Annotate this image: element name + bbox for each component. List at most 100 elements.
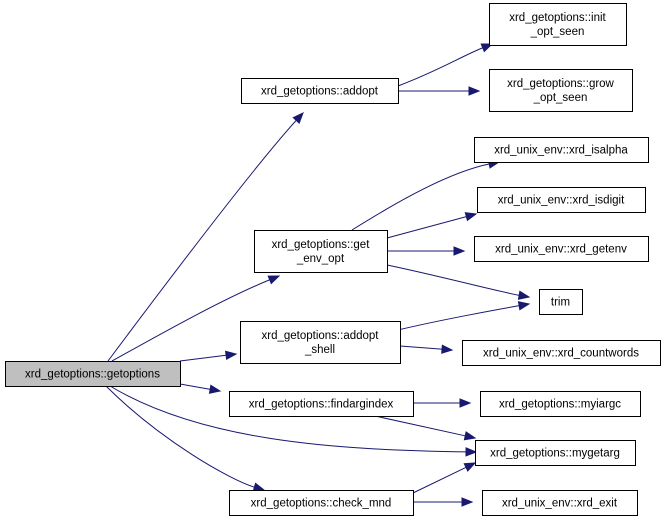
node-check-mnd[interactable]: xrd_getoptions::check_mnd bbox=[229, 490, 414, 516]
node-getenv[interactable]: xrd_unix_env::xrd_getenv bbox=[474, 236, 649, 262]
node-init-opt-seen-label-line-1: xrd_getoptions::init bbox=[509, 12, 606, 24]
edge-addopt-shell-to-countwords-arrowhead bbox=[441, 344, 454, 354]
node-xrd-exit-box bbox=[482, 490, 638, 516]
edge-addopt-to-init-opt-seen bbox=[397, 43, 494, 87]
node-myiargc-label: xrd_getoptions::myiargc bbox=[499, 399, 621, 411]
node-findargindex-label: xrd_getoptions::findargindex bbox=[249, 399, 394, 411]
edge-getoptions-to-check-mnd bbox=[105, 385, 266, 492]
edge-findargindex-to-mygetarg-arrowhead bbox=[463, 431, 477, 441]
node-addopt-box bbox=[241, 78, 399, 104]
edge-get-env-opt-to-isalpha bbox=[351, 159, 501, 231]
edge-get-env-opt-to-isdigit-arrowhead bbox=[464, 212, 478, 222]
edge-addopt-shell-to-trim-line bbox=[397, 305, 521, 331]
node-getoptions-label: xrd_getoptions::getoptions bbox=[25, 369, 160, 381]
node-addopt-shell-label-line-1: xrd_getoptions::addopt bbox=[261, 330, 379, 342]
edge-addopt-to-grow-opt-seen bbox=[398, 86, 481, 96]
edge-get-env-opt-to-getenv-arrowhead bbox=[453, 246, 466, 256]
edge-check-mnd-to-mygetarg-line bbox=[412, 466, 468, 494]
node-init-opt-seen-label-line-2: _opt_seen bbox=[530, 26, 585, 38]
node-grow-opt-seen[interactable]: xrd_getoptions::grow_opt_seen bbox=[489, 69, 633, 112]
edge-get-env-opt-to-trim-arrowhead bbox=[517, 290, 531, 300]
node-addopt-shell-label-line-2: _shell bbox=[304, 344, 335, 356]
edge-getoptions-to-findargindex-line bbox=[179, 383, 212, 390]
edge-get-env-opt-to-trim-line bbox=[386, 264, 521, 296]
node-mygetarg-box bbox=[475, 440, 636, 466]
node-get-env-opt-box bbox=[254, 230, 388, 273]
node-mygetarg[interactable]: xrd_getoptions::mygetarg bbox=[475, 440, 636, 466]
node-isdigit[interactable]: xrd_unix_env::xrd_isdigit bbox=[477, 187, 646, 213]
edge-get-env-opt-to-isdigit-line bbox=[386, 215, 468, 239]
edge-getoptions-to-addopt-shell-arrowhead bbox=[224, 350, 238, 361]
node-getoptions-box bbox=[5, 361, 181, 387]
node-trim-box bbox=[539, 289, 583, 315]
node-xrd-exit[interactable]: xrd_unix_env::xrd_exit bbox=[482, 490, 638, 516]
edge-findargindex-to-myiargc-arrowhead bbox=[459, 398, 472, 408]
node-init-opt-seen-box bbox=[489, 3, 627, 46]
node-countwords-label: xrd_unix_env::xrd_countwords bbox=[483, 348, 639, 360]
edge-getoptions-to-check-mnd-arrowhead bbox=[252, 482, 266, 492]
node-isalpha-label: xrd_unix_env::xrd_isalpha bbox=[494, 145, 628, 157]
node-isalpha-box bbox=[474, 137, 649, 163]
edge-getoptions-to-get-env-opt bbox=[111, 275, 281, 362]
node-findargindex[interactable]: xrd_getoptions::findargindex bbox=[229, 391, 414, 417]
edge-get-env-opt-to-isalpha-line bbox=[351, 163, 491, 231]
node-trim[interactable]: trim bbox=[539, 289, 583, 315]
node-getenv-label: xrd_unix_env::xrd_getenv bbox=[495, 244, 627, 256]
edge-getoptions-to-mygetarg-arrowhead bbox=[465, 447, 478, 457]
edge-getoptions-to-addopt-shell-line bbox=[179, 354, 228, 362]
edge-getoptions-to-addopt-arrowhead bbox=[292, 112, 304, 124]
node-init-opt-seen[interactable]: xrd_getoptions::init_opt_seen bbox=[489, 3, 627, 46]
edge-addopt-shell-to-trim bbox=[397, 301, 531, 331]
edge-getoptions-to-addopt bbox=[107, 112, 304, 362]
node-addopt-label: xrd_getoptions::addopt bbox=[261, 86, 379, 98]
node-isalpha[interactable]: xrd_unix_env::xrd_isalpha bbox=[474, 137, 649, 163]
node-addopt-shell[interactable]: xrd_getoptions::addopt_shell bbox=[240, 321, 401, 364]
node-countwords[interactable]: xrd_unix_env::xrd_countwords bbox=[462, 340, 661, 366]
edges-layer bbox=[105, 43, 531, 507]
edge-check-mnd-to-xrd-exit bbox=[413, 497, 474, 507]
edge-getoptions-to-check-mnd-line bbox=[105, 385, 256, 488]
node-get-env-opt-label-line-2: _env_opt bbox=[296, 253, 345, 265]
node-grow-opt-seen-label-line-2: _opt_seen bbox=[533, 92, 588, 104]
node-addopt-shell-box bbox=[240, 321, 401, 364]
node-xrd-exit-label: xrd_unix_env::xrd_exit bbox=[502, 498, 618, 510]
node-get-env-opt-label-line-1: xrd_getoptions::get bbox=[272, 239, 371, 251]
node-findargindex-box bbox=[229, 391, 414, 417]
edge-check-mnd-to-xrd-exit-arrowhead bbox=[461, 497, 474, 507]
node-addopt[interactable]: xrd_getoptions::addopt bbox=[241, 78, 399, 104]
node-myiargc-box bbox=[480, 391, 641, 417]
node-check-mnd-box bbox=[229, 490, 414, 516]
node-mygetarg-label: xrd_getoptions::mygetarg bbox=[490, 448, 620, 460]
node-check-mnd-label: xrd_getoptions::check_mnd bbox=[251, 498, 392, 510]
node-trim-label: trim bbox=[551, 297, 570, 309]
edge-check-mnd-to-mygetarg bbox=[412, 462, 477, 494]
node-get-env-opt[interactable]: xrd_getoptions::get_env_opt bbox=[254, 230, 388, 273]
edge-getoptions-to-addopt-shell bbox=[179, 350, 238, 362]
nodes-layer: xrd_getoptions::getoptionsxrd_getoptions… bbox=[5, 3, 661, 516]
edge-check-mnd-to-mygetarg-arrowhead bbox=[463, 462, 477, 472]
node-myiargc[interactable]: xrd_getoptions::myiargc bbox=[480, 391, 641, 417]
edge-addopt-shell-to-countwords-line bbox=[399, 345, 444, 350]
edge-addopt-to-grow-opt-seen-arrowhead bbox=[468, 86, 481, 96]
edge-addopt-shell-to-countwords bbox=[399, 344, 454, 354]
edge-getoptions-to-addopt-line bbox=[107, 119, 298, 362]
edge-addopt-shell-to-trim-arrowhead bbox=[517, 301, 531, 311]
edge-get-env-opt-to-getenv bbox=[387, 246, 466, 256]
edge-addopt-to-init-opt-seen-line bbox=[397, 46, 484, 87]
edge-findargindex-to-mygetarg bbox=[374, 415, 477, 441]
node-getoptions[interactable]: xrd_getoptions::getoptions bbox=[5, 361, 181, 387]
edge-getoptions-to-get-env-opt-line bbox=[111, 278, 271, 362]
node-grow-opt-seen-box bbox=[489, 69, 633, 112]
edge-getoptions-to-mygetarg-line bbox=[109, 385, 468, 453]
edge-getoptions-to-get-env-opt-arrowhead bbox=[267, 275, 281, 285]
node-isdigit-box bbox=[477, 187, 646, 213]
edge-findargindex-to-mygetarg-line bbox=[374, 415, 467, 437]
node-grow-opt-seen-label-line-1: xrd_getoptions::grow bbox=[507, 78, 614, 90]
edge-get-env-opt-to-isdigit bbox=[386, 212, 478, 239]
node-isdigit-label: xrd_unix_env::xrd_isdigit bbox=[498, 195, 625, 207]
edge-getoptions-to-findargindex bbox=[179, 383, 222, 394]
node-getenv-box bbox=[474, 236, 649, 262]
node-countwords-box bbox=[462, 340, 661, 366]
edge-findargindex-to-myiargc bbox=[413, 398, 472, 408]
